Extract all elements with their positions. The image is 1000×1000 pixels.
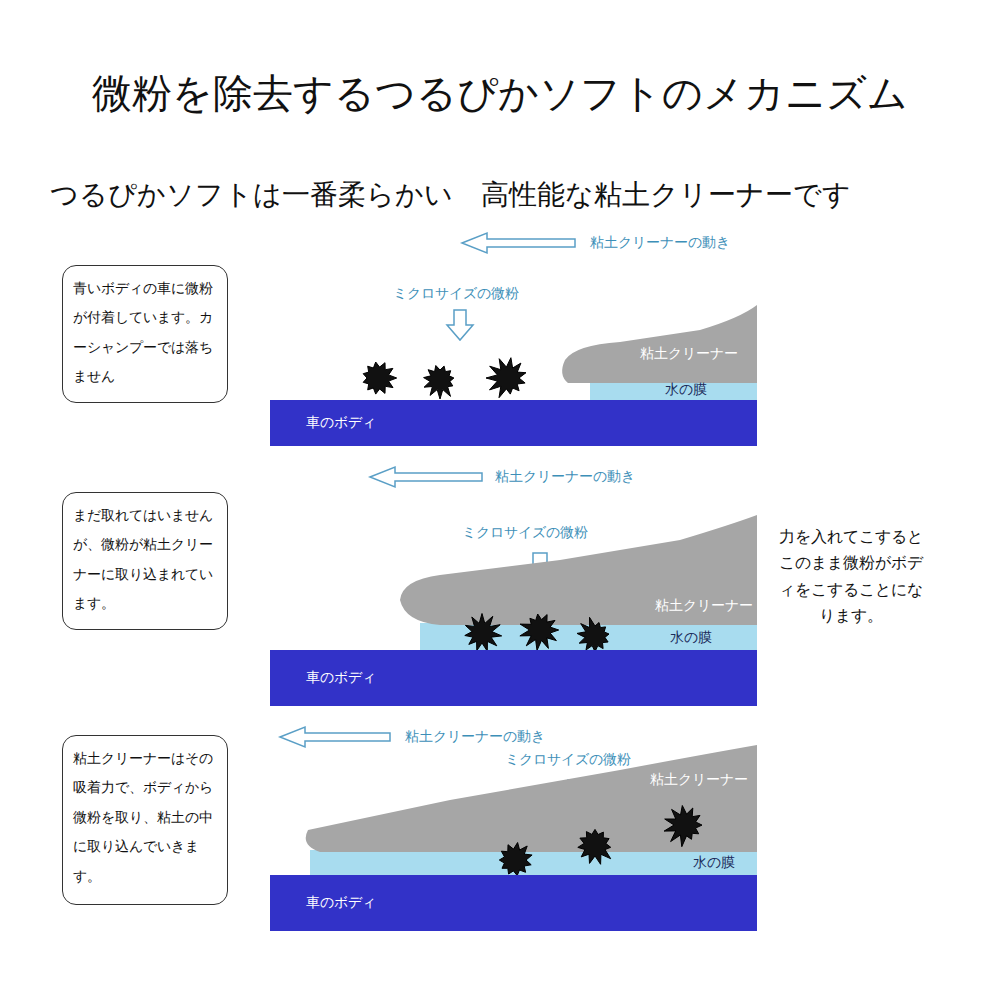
callout-box: まだ取れてはいませんが、微粉が粘土クリーナーに取り込まれています。 [62,492,228,630]
dust-particle [520,614,559,651]
part-label: 水の膜 [670,629,712,646]
car-body-band: 車のボディ [270,875,757,931]
part-label: 粘土クリーナー [655,597,753,614]
part-label: ミクロサイズの微粉 [505,751,631,768]
clay-cleaner [306,745,757,852]
part-label: ミクロサイズの微粉 [393,285,519,302]
dust-particle [577,617,609,651]
dust-particle [486,358,526,398]
band-label: 車のボディ [306,894,376,912]
dust-particle [664,806,702,847]
dust-particle [465,614,502,652]
car-body-band: 車のボディ [270,400,757,446]
part-label: 水の膜 [693,854,735,871]
part-label: 粘土クリーナーの動き [405,728,545,745]
water-film [310,850,757,876]
motion-arrow [462,233,575,253]
motion-arrow [370,467,482,487]
dust-particle [424,366,454,400]
callout-box: 青いボディの車に微粉が付着しています。カーシャンプーでは落ちません [62,265,228,403]
subtitle: つるぴかソフトは一番柔らかい 高性能な粘土クリーナーです [50,178,851,212]
dust-particle [363,362,397,394]
band-label: 車のボディ [306,669,376,687]
band-label: 車のボディ [306,414,376,432]
callout-text: まだ取れてはいませんが、微粉が粘土クリーナーに取り込まれています。 [73,501,217,619]
dust-particle [578,829,611,864]
part-label: 粘土クリーナー [650,771,748,788]
part-label: 水の膜 [665,381,707,398]
motion-arrow [280,727,390,747]
part-label: 粘土クリーナーの動き [590,234,730,251]
water-film [590,381,757,401]
part-label: 粘土クリーナーの動き [495,468,635,485]
callout-text: 青いボディの車に微粉が付着しています。カーシャンプーでは落ちません [73,274,217,392]
pointer-arrow [447,310,473,340]
dust-particle [499,843,532,876]
note: 力を入れてこするとこのまま微粉がボディをこすることになります。 [772,524,930,630]
callout-box: 粘土クリーナーはその吸着力で、ボディから微粉を取り、粘土の中に取り込んでいきます… [62,735,228,905]
title: 微粉を除去するつるぴかソフトのメカニズム [0,66,1000,121]
car-body-band: 車のボディ [270,650,757,706]
part-label: ミクロサイズの微粉 [462,524,588,541]
clay-cleaner [562,305,757,383]
clay-cleaner [400,515,757,625]
callout-text: 粘土クリーナーはその吸着力で、ボディから微粉を取り、粘土の中に取り込んでいきます… [73,744,217,891]
part-label: 粘土クリーナー [640,345,738,362]
